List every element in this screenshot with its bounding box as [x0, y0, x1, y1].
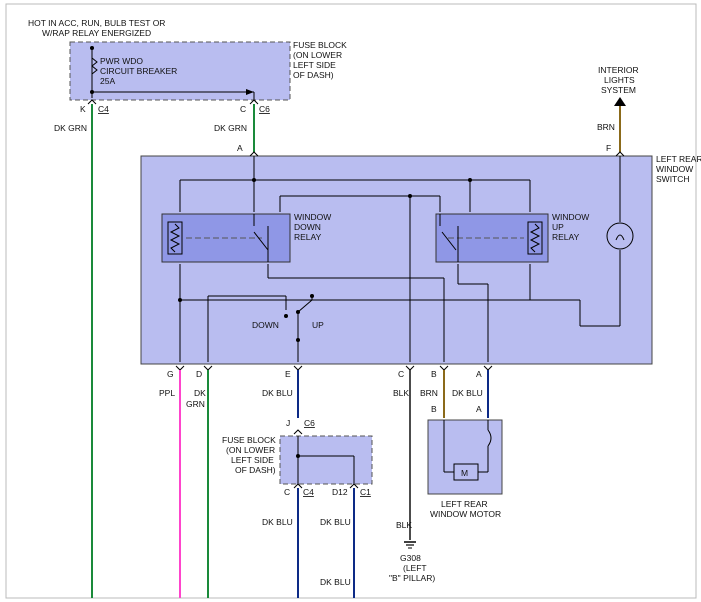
- down-relay-label-line2: DOWN: [294, 222, 321, 232]
- fuse-block-top-line3: LEFT SIDE: [293, 60, 336, 70]
- up-relay-coil-icon: [527, 221, 543, 255]
- up-relay-contact-icon: [439, 214, 459, 262]
- wire-label-blk: BLK: [393, 388, 409, 398]
- lamp-filament: [615, 234, 625, 241]
- interior-lights-line2: LIGHTS: [604, 75, 635, 85]
- fuse-block-low-line2: (ON LOWER: [226, 445, 275, 455]
- hot-label-line2: W/RAP RELAY ENERGIZED: [42, 28, 151, 38]
- wire-label-brn: BRN: [420, 388, 438, 398]
- motor-icon-label: M: [461, 468, 468, 478]
- interior-lights-line3: SYSTEM: [601, 85, 636, 95]
- switch-label-line3: SWITCH: [656, 174, 690, 184]
- switch-pin-c: C: [398, 369, 404, 379]
- wire-label-blk-low: BLK: [396, 520, 412, 530]
- switch-down-label: DOWN: [252, 320, 279, 330]
- fuse-block-low-line4: OF DASH): [235, 465, 276, 475]
- lower-fuse-block: [279, 435, 373, 485]
- wire-label-dkgrn-left: DK GRN: [54, 123, 87, 133]
- pin-a-top-symbol: [249, 151, 259, 157]
- circuit-breaker-line2: CIRCUIT BREAKER: [100, 66, 177, 76]
- switch-pin-b: B: [431, 369, 437, 379]
- wire-label-dk: DK: [194, 388, 206, 398]
- wire-label-brn-top: BRN: [597, 122, 615, 132]
- fuse-block-low-line1: FUSE BLOCK: [222, 435, 276, 445]
- lamp-icon: [606, 222, 634, 250]
- switch-up-label: UP: [312, 320, 324, 330]
- wire-label-dkblu-low1: DK BLU: [262, 517, 293, 527]
- ground-label-line2: (LEFT: [403, 563, 427, 573]
- hot-label-line1: HOT IN ACC, RUN, BULB TEST OR: [28, 18, 165, 28]
- pin-f-top-symbol: [615, 151, 625, 157]
- connector-c4-top: C4: [98, 104, 109, 114]
- connector-c6-top: C6: [259, 104, 270, 114]
- switch-pin-a: A: [476, 369, 482, 379]
- wire-label-grn: GRN: [186, 399, 205, 409]
- down-relay-label-line3: RELAY: [294, 232, 322, 242]
- switch-label-line2: WINDOW: [656, 164, 693, 174]
- fuse-block-low-line3: LEFT SIDE: [231, 455, 274, 465]
- motor-label-line2: WINDOW MOTOR: [430, 509, 501, 519]
- lower-fuse-internal: [296, 436, 355, 484]
- connector-c4-low: C4: [303, 487, 314, 497]
- connector-k-symbol: [87, 99, 97, 105]
- motor-label-line1: LEFT REAR: [441, 499, 488, 509]
- window-motor-body: [427, 419, 503, 495]
- ground-label-line1: G308: [400, 553, 421, 563]
- connector-k: K: [80, 104, 86, 114]
- wire-label-dkblu-a: DK BLU: [452, 388, 483, 398]
- wire-label-dkblu-low2: DK BLU: [320, 517, 351, 527]
- switch-bottom-pin-symbols: [175, 365, 493, 371]
- wire-label-dkblu-bottom: DK BLU: [320, 577, 351, 587]
- circuit-breaker-symbol: [90, 46, 255, 100]
- motor-internal-wiring: [443, 420, 492, 473]
- interior-lights-arrow: [614, 97, 626, 106]
- down-relay-label-line1: WINDOW: [294, 212, 331, 222]
- wire-label-dkblu-e: DK BLU: [262, 388, 293, 398]
- down-relay-coil-icon: [167, 221, 183, 255]
- connector-c-top: C: [240, 104, 246, 114]
- connector-j: J: [286, 418, 290, 428]
- fuse-block-top-line2: (ON LOWER: [293, 50, 342, 60]
- motor-pin-b: B: [431, 404, 437, 414]
- top-fuse-block: [69, 41, 291, 101]
- connector-c6-lower: C6: [304, 418, 315, 428]
- up-relay-label-line3: RELAY: [552, 232, 580, 242]
- ground-label-line3: "B" PILLAR): [389, 573, 435, 583]
- up-relay-label-line1: WINDOW: [552, 212, 589, 222]
- switch-internal-wiring: [178, 156, 621, 362]
- circuit-breaker-line3: 25A: [100, 76, 115, 86]
- diagram-frame: [5, 3, 697, 599]
- connector-c-symbol: [249, 99, 259, 105]
- down-relay-contact-icon: [253, 214, 269, 262]
- wire-label-dkgrn-mid: DK GRN: [214, 123, 247, 133]
- switch-pin-f-top: F: [606, 143, 611, 153]
- connector-d12: D12: [332, 487, 348, 497]
- motor-icon: [453, 463, 479, 481]
- circuit-breaker-line1: PWR WDO: [100, 56, 143, 66]
- switch-pin-g: G: [167, 369, 174, 379]
- switch-label-line1: LEFT REAR: [656, 154, 701, 164]
- switch-pin-d: D: [196, 369, 202, 379]
- fuse-block-top-line4: OF DASH): [293, 70, 334, 80]
- connector-c1: C1: [360, 487, 371, 497]
- switch-pin-a-top: A: [237, 143, 243, 153]
- connector-d12-symbol: [349, 483, 359, 489]
- connector-c-low-symbol: [293, 483, 303, 489]
- interior-lights-line1: INTERIOR: [598, 65, 639, 75]
- switch-pin-e: E: [285, 369, 291, 379]
- up-relay-label-line2: UP: [552, 222, 564, 232]
- connector-j-symbol: [293, 429, 303, 435]
- wire-label-ppl: PPL: [159, 388, 175, 398]
- connector-c-low: C: [284, 487, 290, 497]
- motor-pin-a: A: [476, 404, 482, 414]
- ground-icon: [404, 541, 416, 549]
- fuse-block-top-line1: FUSE BLOCK: [293, 40, 347, 50]
